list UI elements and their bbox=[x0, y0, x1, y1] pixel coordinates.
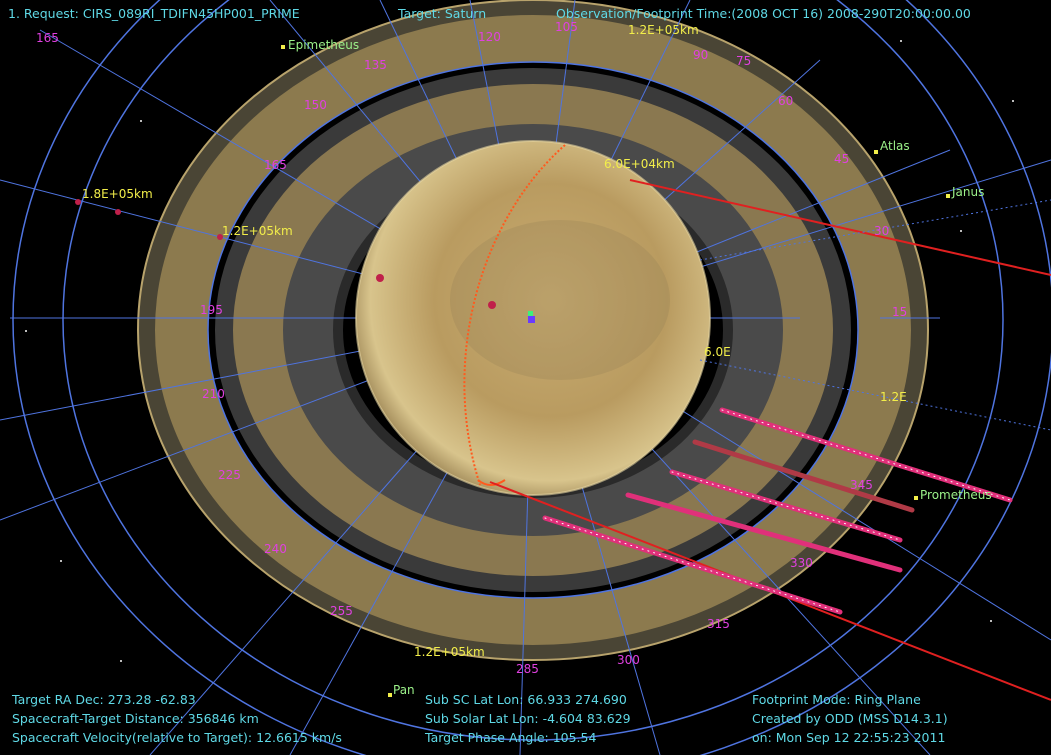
distance-label: 6.0E bbox=[704, 345, 731, 359]
longitude-label: 330 bbox=[790, 556, 813, 570]
longitude-label: 45 bbox=[834, 152, 850, 166]
terminator-curve bbox=[463, 144, 566, 486]
distance-label: 1.2E bbox=[880, 390, 907, 404]
moon-label-atlas: Atlas bbox=[880, 139, 910, 153]
longitude-label: 240 bbox=[264, 542, 287, 556]
longitude-label: 165 bbox=[36, 31, 59, 45]
longitude-label: 345 bbox=[850, 478, 873, 492]
longitude-label: 315 bbox=[707, 617, 730, 631]
longitude-label: 210 bbox=[202, 387, 225, 401]
longitude-label: 255 bbox=[330, 604, 353, 618]
distance-label: 1.2E+05km bbox=[628, 23, 699, 37]
moon-label-prometheus: Prometheus bbox=[920, 488, 992, 502]
longitude-label: 15 bbox=[892, 305, 908, 319]
request-title: 1. Request: CIRS_089RI_TDIFN45HP001_PRIM… bbox=[8, 6, 300, 21]
longitude-label: 300 bbox=[617, 653, 640, 667]
distance-label: 1.2E+05km bbox=[414, 645, 485, 659]
moon-label-pan: Pan bbox=[393, 683, 415, 697]
footer-target-ra-dec: Target RA Dec: 273.28 -62.83 bbox=[12, 692, 196, 707]
longitude-label: 285 bbox=[516, 662, 539, 676]
footer-spacecraft-velocity: Spacecraft Velocity(relative to Target):… bbox=[12, 730, 342, 745]
longitude-label: 150 bbox=[304, 98, 327, 112]
footer-sub-sc-lat-lon: Sub SC Lat Lon: 66.933 274.690 bbox=[425, 692, 627, 707]
longitude-label: 195 bbox=[200, 303, 223, 317]
atlas-marker bbox=[874, 150, 878, 154]
moon-label-epimetheus: Epimetheus bbox=[288, 38, 360, 52]
footer-footprint-mode: Footprint Mode: Ring Plane bbox=[752, 692, 921, 707]
longitude-label: 225 bbox=[218, 468, 241, 482]
orbit-rings bbox=[12, 0, 1051, 755]
footer-phase-angle: Target Phase Angle: 105.54 bbox=[425, 730, 597, 745]
footer-created-by: Created by ODD (MSS D14.3.1) bbox=[752, 711, 948, 726]
prometheus-marker bbox=[914, 496, 918, 500]
distance-label: 1.2E+05km bbox=[222, 224, 293, 238]
janus-marker bbox=[946, 194, 950, 198]
pan-marker bbox=[388, 693, 392, 697]
distance-label: 1.8E+05km bbox=[82, 187, 153, 201]
footer-sub-solar-lat-lon: Sub Solar Lat Lon: -4.604 83.629 bbox=[425, 711, 631, 726]
target-label: Target: Saturn bbox=[398, 6, 487, 21]
observation-time: Observation/Footprint Time:(2008 OCT 16)… bbox=[556, 6, 971, 21]
footer-created-on: on: Mon Sep 12 22:55:23 2011 bbox=[752, 730, 946, 745]
longitude-label: 75 bbox=[736, 54, 752, 68]
longitude-label: 135 bbox=[364, 58, 387, 72]
distance-label: 6.0E+04km bbox=[604, 157, 675, 171]
longitude-label: 90 bbox=[693, 48, 709, 62]
target-markers bbox=[75, 199, 535, 323]
footprint-tracks bbox=[542, 407, 1013, 615]
longitude-label: 60 bbox=[778, 94, 794, 108]
epimetheus-marker bbox=[281, 45, 285, 49]
longitude-label: 105 bbox=[555, 20, 578, 34]
longitude-label: 120 bbox=[478, 30, 501, 44]
moon-label-janus: Janus bbox=[952, 185, 985, 199]
longitude-label: 30 bbox=[874, 224, 890, 238]
boresight-marker bbox=[528, 316, 535, 323]
footer-spacecraft-distance: Spacecraft-Target Distance: 356846 km bbox=[12, 711, 259, 726]
longitude-label: 165 bbox=[264, 158, 287, 172]
